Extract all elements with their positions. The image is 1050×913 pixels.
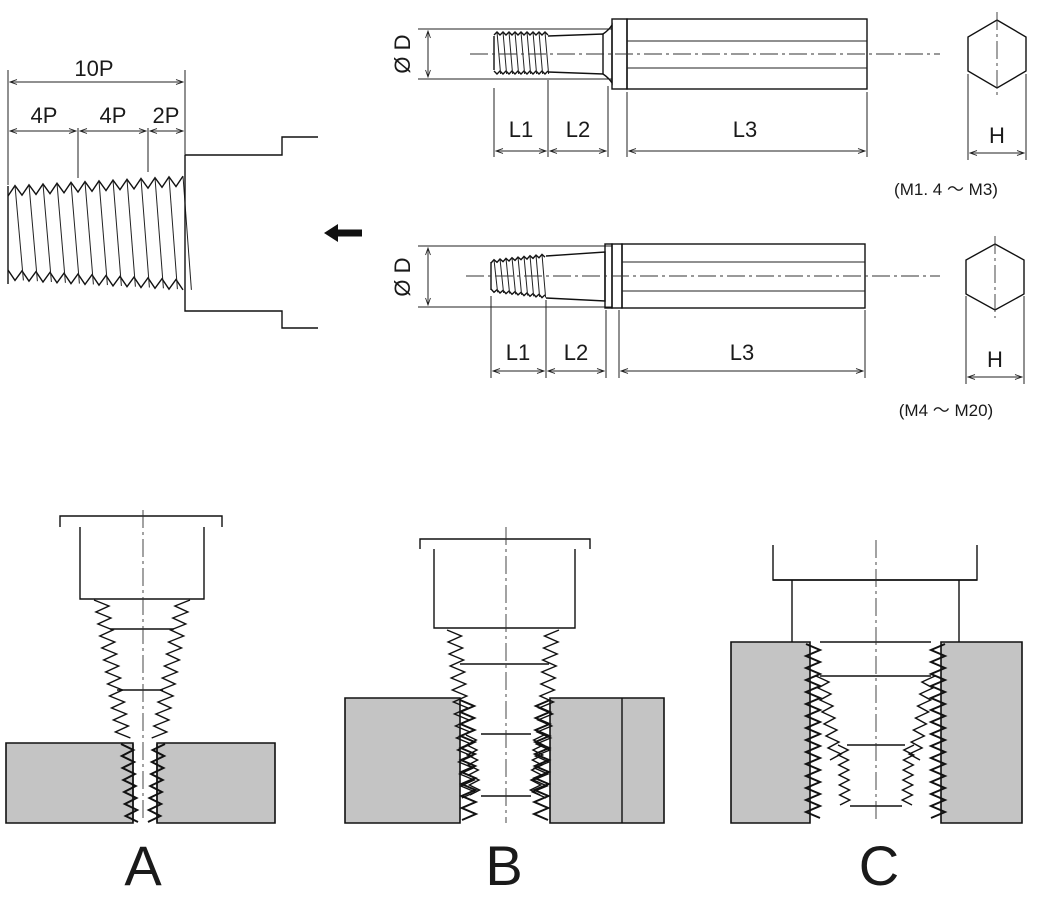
- label-l1: L1: [506, 340, 530, 365]
- workpiece-left: [730, 641, 811, 824]
- label-diameter: Ø D: [390, 34, 415, 73]
- label-l2: L2: [564, 340, 588, 365]
- thread-detail: 10P 4P 4P 2P: [7, 56, 318, 329]
- label-step-c: C: [859, 834, 899, 897]
- label-range-small: (M1. 4 ～ M3): [894, 180, 998, 199]
- step-c: C: [730, 540, 1023, 897]
- label-h: H: [987, 347, 1003, 372]
- step-b: B: [344, 527, 665, 897]
- label-4p-a: 4P: [31, 103, 58, 128]
- label-h: H: [989, 123, 1005, 148]
- label-4p-b: 4P: [100, 103, 127, 128]
- label-range-large: (M4 ～ M20): [899, 401, 993, 420]
- label-l3: L3: [733, 117, 757, 142]
- workpiece-left: [5, 742, 134, 824]
- tap-small: Ø D L1 L2 L3 H (M1. 4 ～ M3): [390, 12, 1027, 199]
- label-l1: L1: [509, 117, 533, 142]
- workpiece-right: [156, 742, 276, 824]
- workpiece-left: [344, 697, 461, 824]
- label-diameter: Ø D: [390, 257, 415, 296]
- tap-thread-c: [803, 643, 948, 819]
- thread-detail-profile: [7, 175, 192, 291]
- label-2p: 2P: [153, 103, 180, 128]
- tap-thread-a: [93, 599, 191, 823]
- tool-shank-outline: [184, 136, 318, 329]
- tap-thread-b: [446, 629, 560, 821]
- workpiece-right: [940, 641, 1023, 824]
- step-a: A: [5, 510, 276, 897]
- label-l3: L3: [730, 340, 754, 365]
- left-arrow-icon: [324, 224, 362, 242]
- label-10p: 10P: [74, 56, 113, 81]
- label-step-b: B: [485, 834, 522, 897]
- label-l2: L2: [566, 117, 590, 142]
- label-step-a: A: [124, 834, 162, 897]
- workpiece-right: [549, 697, 665, 824]
- tap-large: Ø D L1 L2 L3 H (M4 ～ M20): [390, 236, 1025, 420]
- tap-small-thread: [493, 31, 550, 75]
